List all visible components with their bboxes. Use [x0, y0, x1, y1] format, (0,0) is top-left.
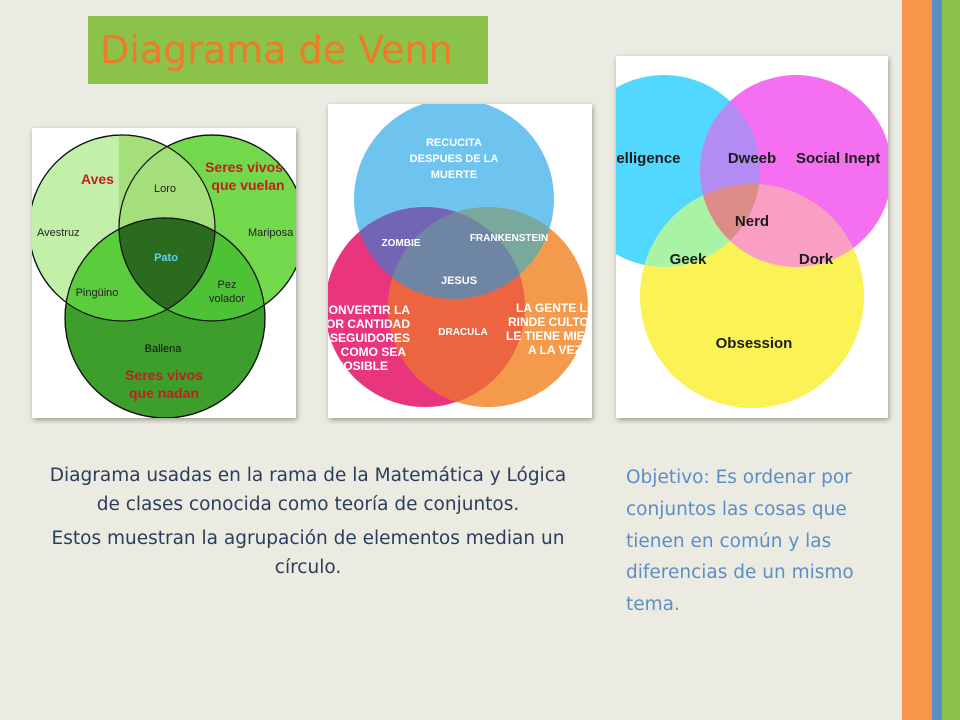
region-all-three: [388, 207, 525, 299]
slide-title: Diagrama de Venn: [88, 16, 488, 84]
label-social-inept: Social Inept: [796, 150, 880, 167]
label-frankenstein: FRANKENSTEIN: [470, 233, 548, 244]
label-pez-1: Pez: [218, 279, 237, 291]
label-dork: Dork: [799, 251, 834, 268]
caption-paragraph-2: Estos muestran la agrupación de elemento…: [51, 528, 565, 579]
caption-paragraph-1: Diagrama usadas en la rama de la Matemát…: [49, 465, 567, 515]
label-right-2: RINDE CULTO: [508, 315, 589, 329]
label-top-3: MUERTE: [431, 169, 477, 181]
venn-diagram-characters: RECUCITA DESPUES DE LA MUERTE ZOMBIE FRA…: [328, 104, 592, 418]
label-zombie: ZOMBIE: [382, 238, 421, 249]
label-set-aves: Aves: [81, 171, 114, 187]
label-set-nadan-2: que nadan: [129, 385, 199, 401]
region-geek: [640, 184, 760, 267]
caption-text: Diagrama usadas en la rama de la Matemát…: [40, 462, 576, 589]
label-geek: Geek: [670, 251, 707, 268]
label-pato: Pato: [154, 252, 178, 264]
label-obsession: Obsession: [716, 335, 793, 352]
label-left-2: MAYOR CANTIDAD: [328, 317, 410, 331]
region-dork: [700, 184, 864, 267]
label-intelligence: Intelligence: [616, 150, 681, 167]
label-set-nadan-1: Seres vivos: [125, 367, 203, 383]
accent-stripe-green: [942, 0, 960, 720]
accent-stripe-orange: [902, 0, 932, 720]
label-top-1: RECUCITA: [426, 137, 482, 149]
venn-nerd-graphic: Intelligence Dweeb Social Inept Nerd Gee…: [616, 75, 888, 408]
label-left-1: CONVERTIR LA: [328, 303, 410, 317]
label-pinguino: Pingüino: [76, 287, 119, 299]
accent-stripe-blue: [932, 0, 942, 720]
label-top-2: DESPUES DE LA: [410, 153, 499, 165]
venn-animals-graphic: Aves Seres vivos que vuelan Loro Avestru…: [32, 134, 296, 418]
label-jesus: JESUS: [441, 275, 477, 287]
label-left-5: POSIBLE: [335, 359, 388, 373]
label-dracula: DRACULA: [438, 327, 487, 338]
label-set-vuelan-1: Seres vivos: [205, 159, 283, 175]
venn-diagram-nerd: Intelligence Dweeb Social Inept Nerd Gee…: [616, 56, 888, 418]
label-loro: Loro: [154, 183, 176, 195]
label-dweeb: Dweeb: [728, 150, 776, 167]
label-pez-2: volador: [209, 293, 245, 305]
label-ballena: Ballena: [145, 343, 183, 355]
venn-characters-graphic: RECUCITA DESPUES DE LA MUERTE ZOMBIE FRA…: [328, 104, 592, 407]
objective-text: Objetivo: Es ordenar por conjuntos las c…: [626, 467, 854, 616]
label-set-vuelan-2: que vuelan: [211, 177, 284, 193]
label-mariposa: Mariposa: [248, 227, 294, 239]
slide-title-text: Diagrama de Venn: [100, 28, 453, 72]
label-right-4: A LA VEZ: [528, 343, 582, 357]
label-right-3: LE TIENE MIEDO: [506, 329, 592, 343]
label-right-1: LA GENTE LE: [516, 301, 592, 315]
label-left-3: SEGUIDORES: [330, 331, 410, 345]
venn-diagram-animals: Aves Seres vivos que vuelan Loro Avestru…: [32, 128, 296, 418]
label-avestruz: Avestruz: [37, 227, 80, 239]
label-left-4: COMO SEA: [341, 345, 407, 359]
label-nerd: Nerd: [735, 213, 769, 230]
